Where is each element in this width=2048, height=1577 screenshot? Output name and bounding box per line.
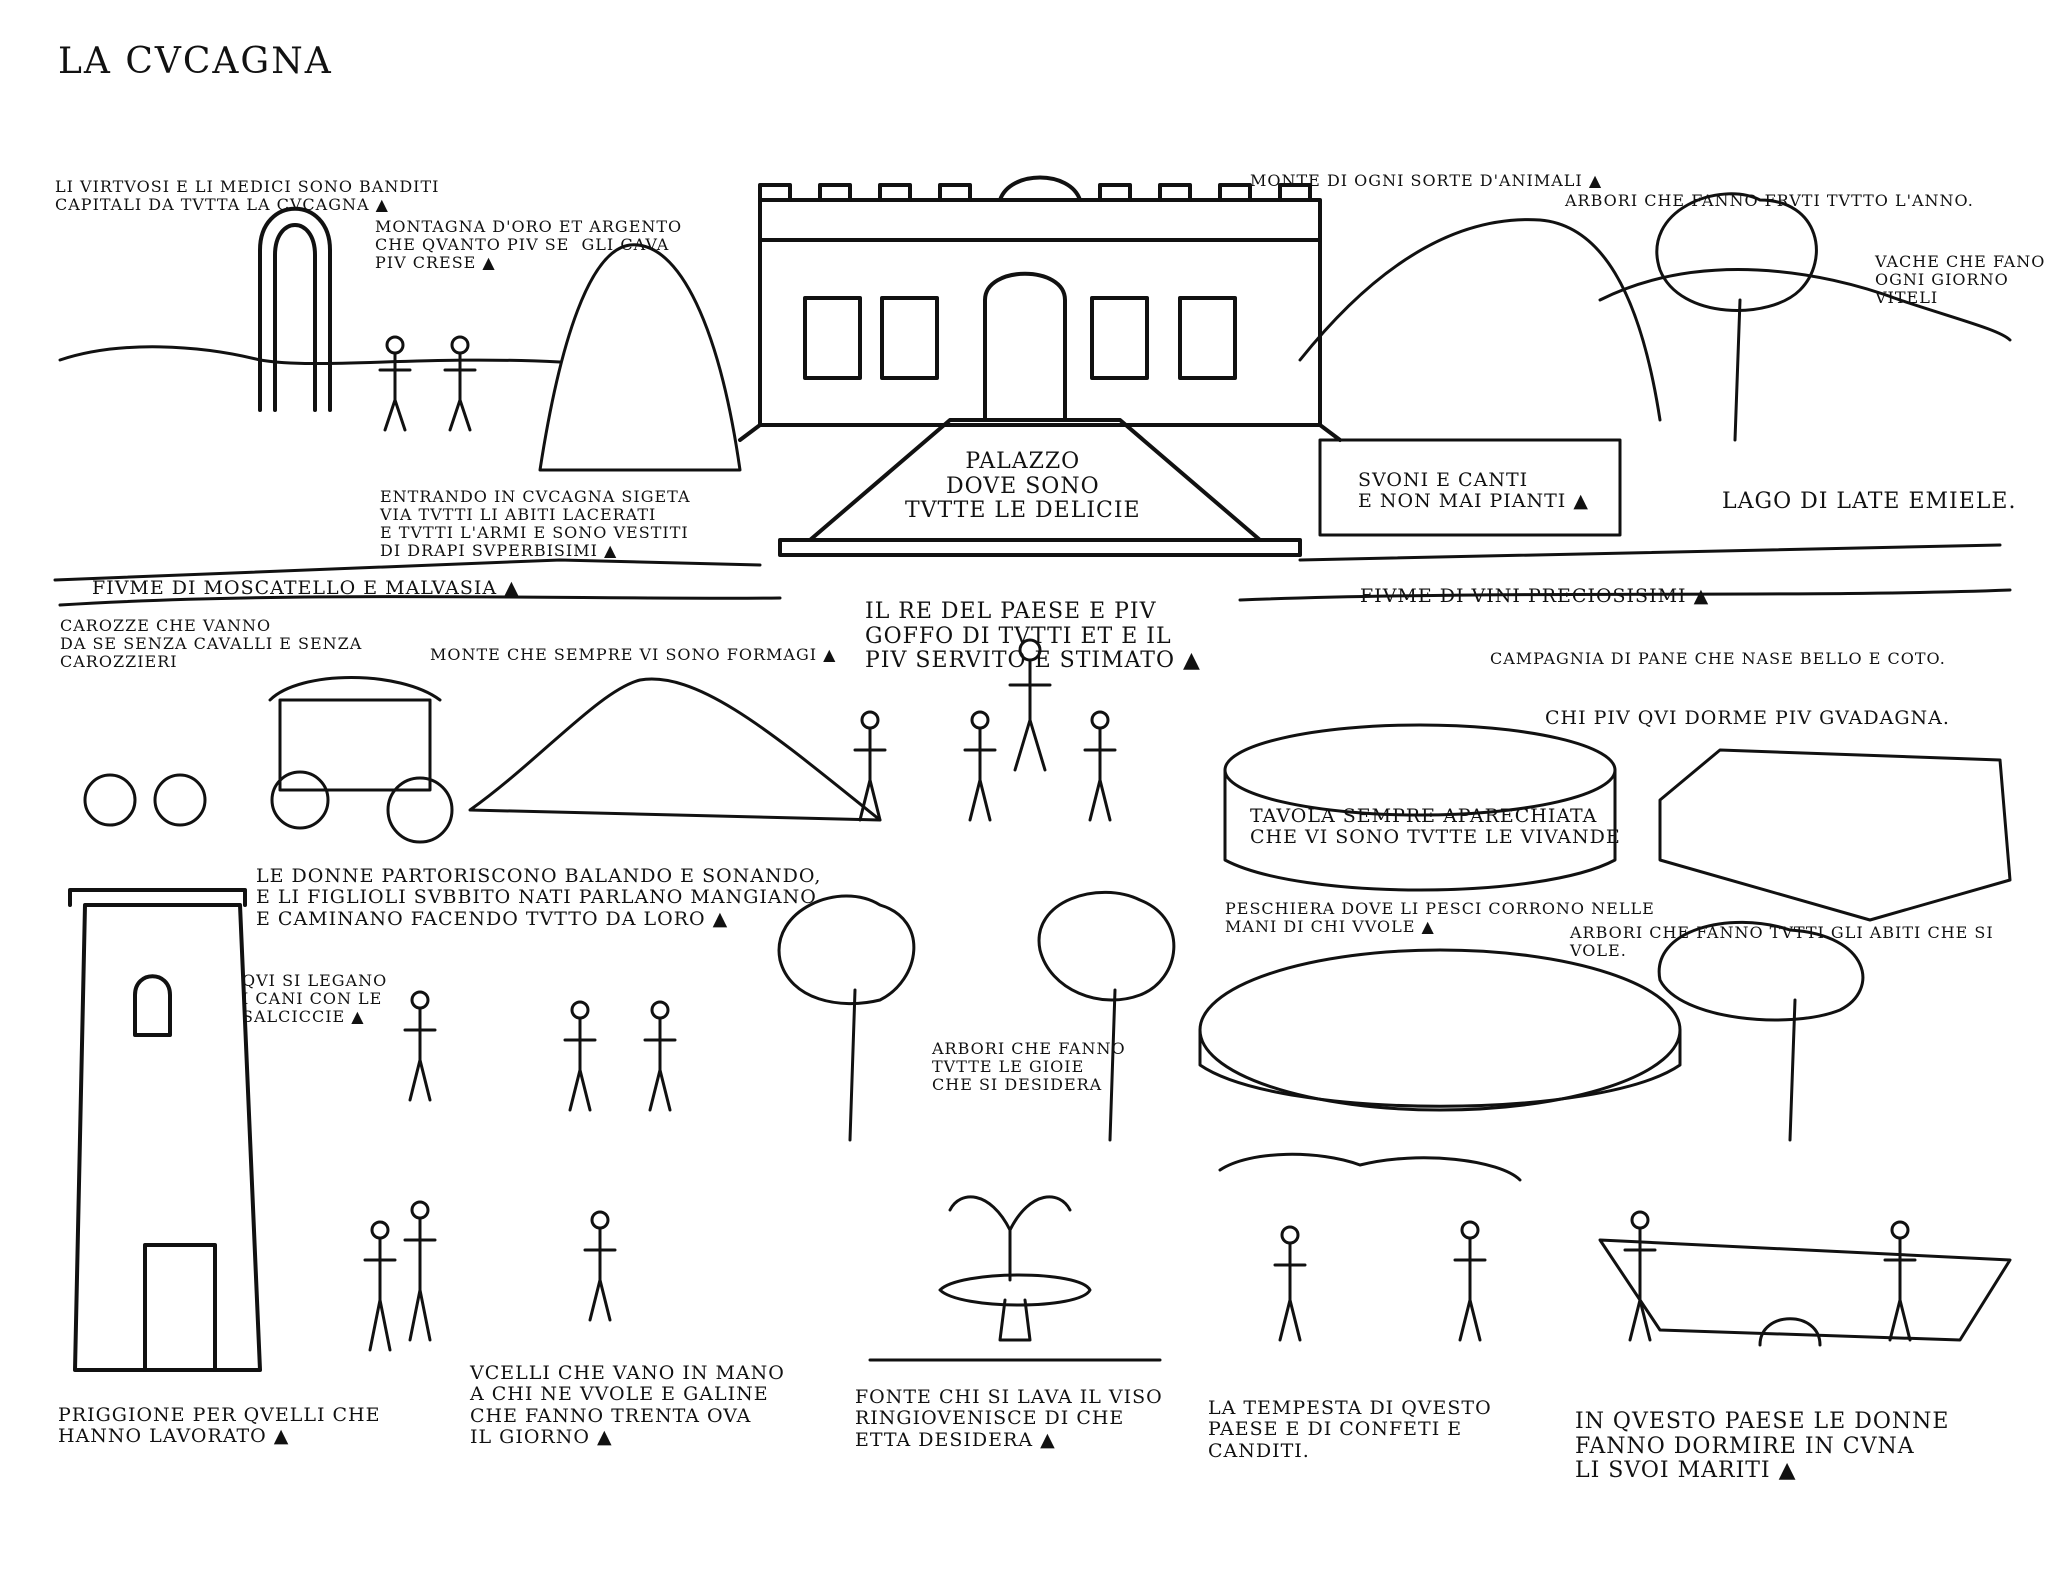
gate-arch: [258, 206, 332, 412]
carriage: [268, 676, 454, 844]
caption-fiume-vini: FIVME DI VINI PRECIOSISIMI ▲: [1360, 585, 1710, 607]
caption-arbori-gioie: ARBORI CHE FANNO TVTTE LE GIOIE CHE SI D…: [932, 1039, 1126, 1094]
caption-formagi: MONTE CHE SEMPRE VI SONO FORMAGI ▲: [430, 645, 837, 664]
animal-hill: [1298, 218, 1662, 422]
caption-re: IL RE DEL PAESE E PIV GOFFO DI TVTTI ET …: [865, 599, 1201, 674]
river-moscatello: [58, 595, 782, 607]
caption-lago: LAGO DI LATE EMIELE.: [1722, 489, 2017, 514]
caption-tempesta: LA TEMPESTA DI QVESTO PAESE E DI CONFETI…: [1208, 1397, 1492, 1462]
caption-suoni: SVONI E CANTI E NON MAI PIANTI ▲: [1358, 469, 1589, 513]
caption-virtuosi: LI VIRTVOSI E LI MEDICI SONO BANDITI CAP…: [55, 177, 440, 214]
top-ground-line: [53, 543, 2002, 582]
caption-priggione: PRIGGIONE PER QVELLI CHE HANNO LAVORATO …: [58, 1404, 381, 1448]
river-vini: [1238, 588, 2012, 602]
caption-vcelli: VCELLI CHE VANO IN MANO A CHI NE VVOLE E…: [470, 1362, 785, 1448]
cheese-mountain: [468, 677, 882, 822]
distant-hills-left: [58, 345, 562, 366]
gold-mountain: [538, 243, 742, 472]
music-table: [1318, 438, 1622, 537]
caption-entrando: ENTRANDO IN CVCAGNA SIGETA VIA TVTTI LI …: [380, 487, 691, 560]
page-title: LA CVCAGNA: [58, 41, 333, 82]
caption-fonte: FONTE CHI SI LAVA IL VISO RINGIOVENISCE …: [855, 1386, 1163, 1451]
prison-tower: [68, 888, 262, 1372]
caption-tavola: TAVOLA SEMPRE APARECHIATA CHE VI SONO TV…: [1250, 805, 1621, 849]
palace: [738, 175, 1342, 557]
distant-hills-right: [1598, 268, 2012, 342]
banquet-table: [1223, 723, 1617, 892]
caption-arbori-frutti: ARBORI CHE FANNO FRVTI TVTTO L'ANNO.: [1565, 191, 1974, 210]
caption-campagnia: CAMPAGNIA DI PANE CHE NASE BELLO E COTO.: [1490, 649, 1946, 668]
caption-cani: QVI SI LEGANO I CANI CON LE SALCICCIE ▲: [242, 971, 388, 1026]
caption-cuna: IN QVESTO PAESE LE DONNE FANNO DORMIRE I…: [1575, 1409, 1950, 1484]
fruit-tree-top: [1655, 192, 1818, 442]
caption-peschiera: PESCHIERA DOVE LI PESCI CORRONO NELLE MA…: [1225, 899, 1655, 936]
fish-pond: [1198, 948, 1682, 1112]
caption-carozze: CAROZZE CHE VANNO DA SE SENZA CAVALLI E …: [60, 616, 363, 671]
caption-vache: VACHE CHE FANO OGNI GIORNO VITELI: [1875, 252, 2046, 307]
caption-fiume-moscatello: FIVME DI MOSCATELLO E MALVASIA ▲: [92, 577, 520, 599]
caption-palazzo: PALAZZO DOVE SONO TVTTE LE DELICIE: [905, 449, 1141, 524]
sleeping-beds: [1658, 748, 2012, 922]
caption-dorme: CHI PIV QVI DORME PIV GVADAGNA.: [1545, 707, 1950, 729]
husband-cradle: [1598, 1238, 2012, 1347]
self-moving-cart: [83, 773, 207, 827]
caption-monte-animali: MONTE DI OGNI SORTE D'ANIMALI ▲: [1250, 171, 1603, 190]
clothing-trees: [1657, 920, 1865, 1142]
caption-donne-partoriscono: LE DONNE PARTORISCONO BALANDO E SONANDO,…: [256, 865, 822, 930]
caption-montagna-oro: MONTAGNA D'ORO ET ARGENTO CHE QVANTO PIV…: [375, 217, 683, 272]
figures: [363, 335, 1917, 1352]
caption-arbori-abiti: ARBORI CHE FANNO TVTTI GLI ABITI CHE SI …: [1570, 923, 1994, 960]
jewel-trees: [777, 890, 1176, 1142]
sweets-storm-clouds: [1218, 1152, 1522, 1182]
fountain: [868, 1195, 1162, 1362]
